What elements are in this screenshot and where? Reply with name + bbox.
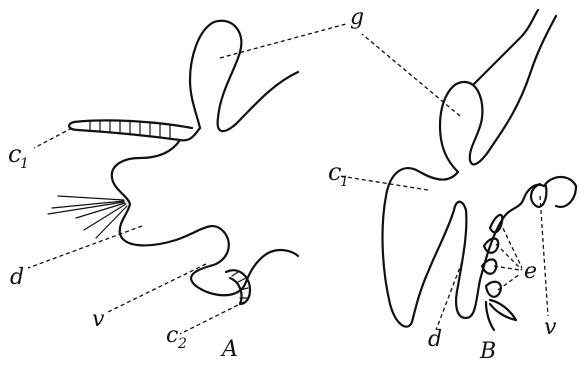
- panel-b: c 1 d e v B: [328, 10, 576, 361]
- panel-a-c2-leader: [180, 302, 244, 334]
- panel-a: g c 1 d v c 2 A: [8, 5, 364, 361]
- panel-b-c1-leader: [340, 176, 428, 190]
- panel-b-label-e: e: [524, 259, 537, 284]
- panel-a-label-c2-sub: 2: [177, 336, 187, 352]
- label-g: g: [350, 5, 364, 30]
- panel-b-v-structure: [531, 177, 576, 207]
- panel-b-d-leader: [436, 262, 462, 330]
- panel-b-g-leader: [362, 34, 460, 116]
- panel-a-body-outline: [112, 140, 298, 295]
- panel-a-label-c1-sub: 1: [20, 156, 29, 172]
- panel-a-label-c2: c: [166, 323, 178, 348]
- panel-a-label-v: v: [92, 307, 105, 332]
- panel-a-gill-lobe: [190, 21, 298, 131]
- panel-a-c1-leader: [34, 128, 72, 148]
- panel-b-label-d: d: [428, 327, 442, 352]
- panel-a-fringe-rays: [48, 196, 127, 238]
- panel-b-e-leaders: [494, 222, 522, 290]
- panel-a-caption: A: [220, 337, 238, 361]
- panel-b-caption: B: [479, 339, 496, 361]
- panel-a-v-leader: [108, 264, 206, 312]
- panel-b-label-v: v: [544, 315, 557, 340]
- panel-b-label-c1-sub: 1: [340, 174, 349, 190]
- panel-b-e-appendages: [482, 215, 516, 330]
- panel-b-upper-tip: [474, 10, 538, 84]
- panel-a-c1-arm: [69, 120, 200, 140]
- panel-b-body-outline: [383, 168, 544, 327]
- panel-a-label-d: d: [10, 265, 24, 290]
- panel-b-gill-lobe: [440, 16, 556, 172]
- panel-a-c2-crescent: [226, 270, 250, 304]
- panel-a-d-leader: [28, 226, 142, 268]
- panel-b-v-leader: [540, 196, 548, 316]
